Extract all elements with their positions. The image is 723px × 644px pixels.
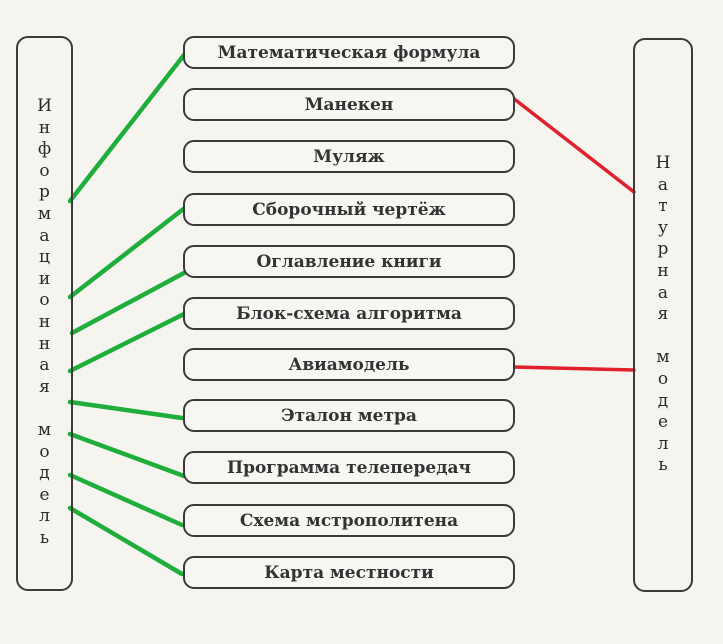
item-label: Карта местности	[264, 562, 434, 583]
item-box[interactable]: Манекен	[183, 88, 515, 121]
link-karta-mestnosti	[67, 505, 185, 577]
item-label: Манекен	[304, 94, 394, 115]
item-box[interactable]: Авиамодель	[183, 348, 515, 381]
item-box[interactable]: Муляж	[183, 140, 515, 173]
link-blok-skhema	[67, 311, 187, 374]
link-skhema-metro	[67, 472, 185, 528]
item-label: Сборочный чертёж	[252, 199, 446, 220]
item-box[interactable]: Эталон метра	[183, 399, 515, 432]
link-matematicheskaya-formula	[67, 52, 187, 204]
item-box[interactable]: Математическая формула	[183, 36, 515, 69]
item-box[interactable]: Оглавление книги	[183, 245, 515, 278]
item-box[interactable]: Сборочный чертёж	[183, 193, 515, 226]
item-label: Математическая формула	[217, 42, 481, 63]
item-box[interactable]: Программа телепередач	[183, 451, 515, 484]
item-box[interactable]: Схема мстрополитена	[183, 504, 515, 537]
link-maneken	[511, 96, 636, 194]
item-label: Схема мстрополитена	[239, 510, 459, 531]
item-label: Эталон метра	[281, 405, 417, 426]
item-box[interactable]: Карта местности	[183, 556, 515, 589]
item-label: Оглавление книги	[256, 251, 442, 272]
link-oglavlenie-knigi	[69, 263, 200, 336]
link-aviamodel	[512, 365, 636, 372]
link-etalon-metra	[67, 399, 185, 421]
item-label: Блок-схема алгоритма	[236, 303, 462, 324]
item-label: Программа телепередач	[227, 457, 471, 478]
link-sborochny-chertezh	[67, 204, 189, 300]
item-box[interactable]: Блок-схема алгоритма	[183, 297, 515, 330]
item-label: Авиамодель	[288, 354, 410, 375]
link-programma-teleperedach	[67, 431, 187, 479]
item-label: Муляж	[313, 146, 385, 167]
